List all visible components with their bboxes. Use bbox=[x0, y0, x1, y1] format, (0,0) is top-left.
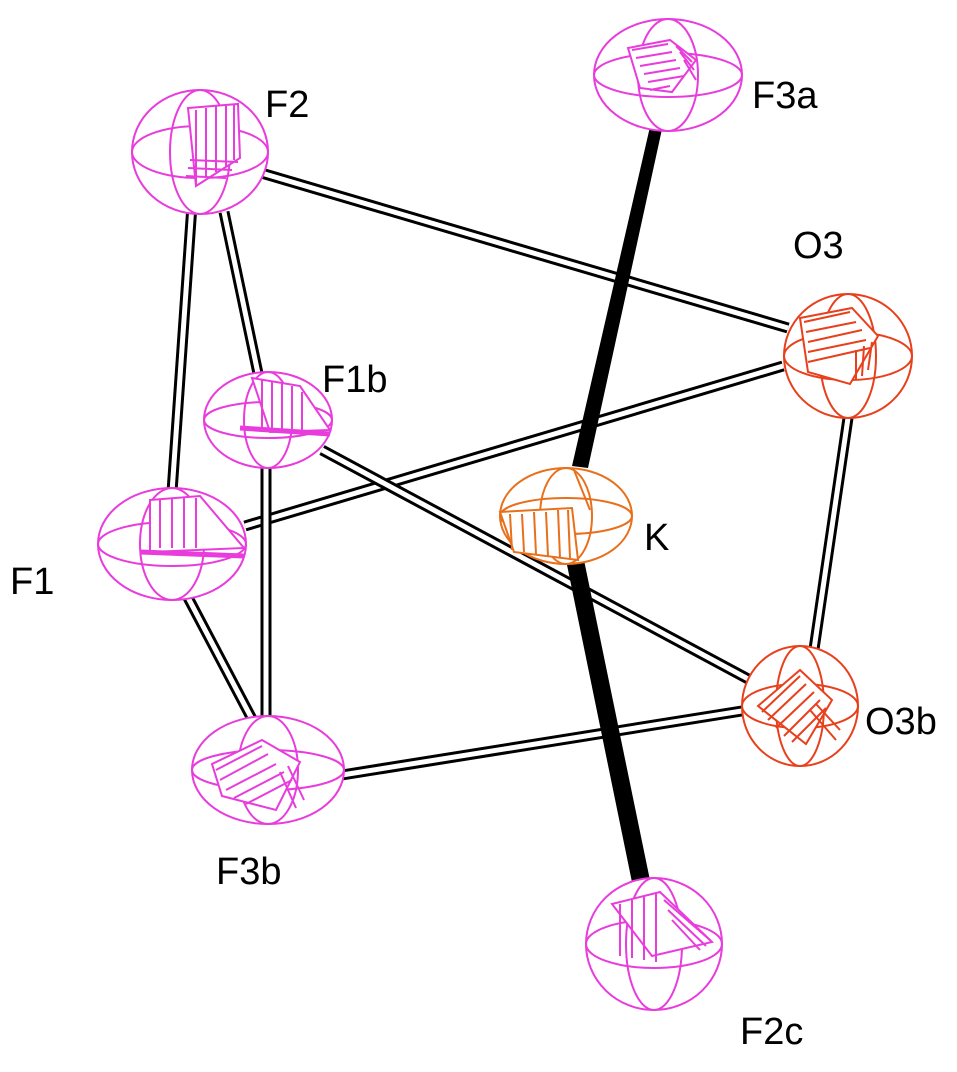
bond-F2-F1b bbox=[218, 210, 270, 404]
atom-F3b bbox=[191, 715, 345, 825]
bond-F1-F3b bbox=[179, 587, 267, 741]
bond-K-F2c bbox=[566, 560, 652, 892]
bond-F2-F1 bbox=[166, 204, 198, 493]
atom-F1b bbox=[203, 371, 333, 469]
label-F3b: F3b bbox=[216, 851, 281, 893]
bond-K-F3a bbox=[572, 118, 664, 468]
label-F2c: F2c bbox=[740, 1011, 803, 1053]
label-O3: O3 bbox=[793, 225, 844, 267]
label-F1b: F1b bbox=[322, 359, 387, 401]
atom-F1 bbox=[97, 487, 247, 601]
label-F2: F2 bbox=[265, 84, 309, 126]
atom-F2c bbox=[585, 877, 723, 1011]
bond-O3-O3b bbox=[802, 417, 854, 691]
label-F1: F1 bbox=[10, 561, 54, 603]
bond-F3b-O3b bbox=[341, 704, 749, 781]
atom-O3b bbox=[741, 645, 859, 767]
atom-F2 bbox=[131, 89, 269, 215]
atom-F3a bbox=[593, 18, 743, 132]
label-K: K bbox=[644, 517, 669, 559]
bond-F1b-O3b bbox=[319, 445, 753, 685]
label-O3b: O3b bbox=[865, 701, 937, 743]
atom-K bbox=[498, 467, 633, 565]
atom-O3 bbox=[783, 293, 913, 419]
label-F3a: F3a bbox=[752, 75, 818, 117]
bond-F1-O3 bbox=[243, 360, 785, 532]
bond-F2-O3 bbox=[256, 166, 790, 334]
hollow-bonds bbox=[166, 166, 854, 781]
atom-labels: F2 F3a O3 F1b F1 K O3b F3b F2c bbox=[10, 75, 937, 1053]
solid-bonds bbox=[566, 118, 664, 892]
